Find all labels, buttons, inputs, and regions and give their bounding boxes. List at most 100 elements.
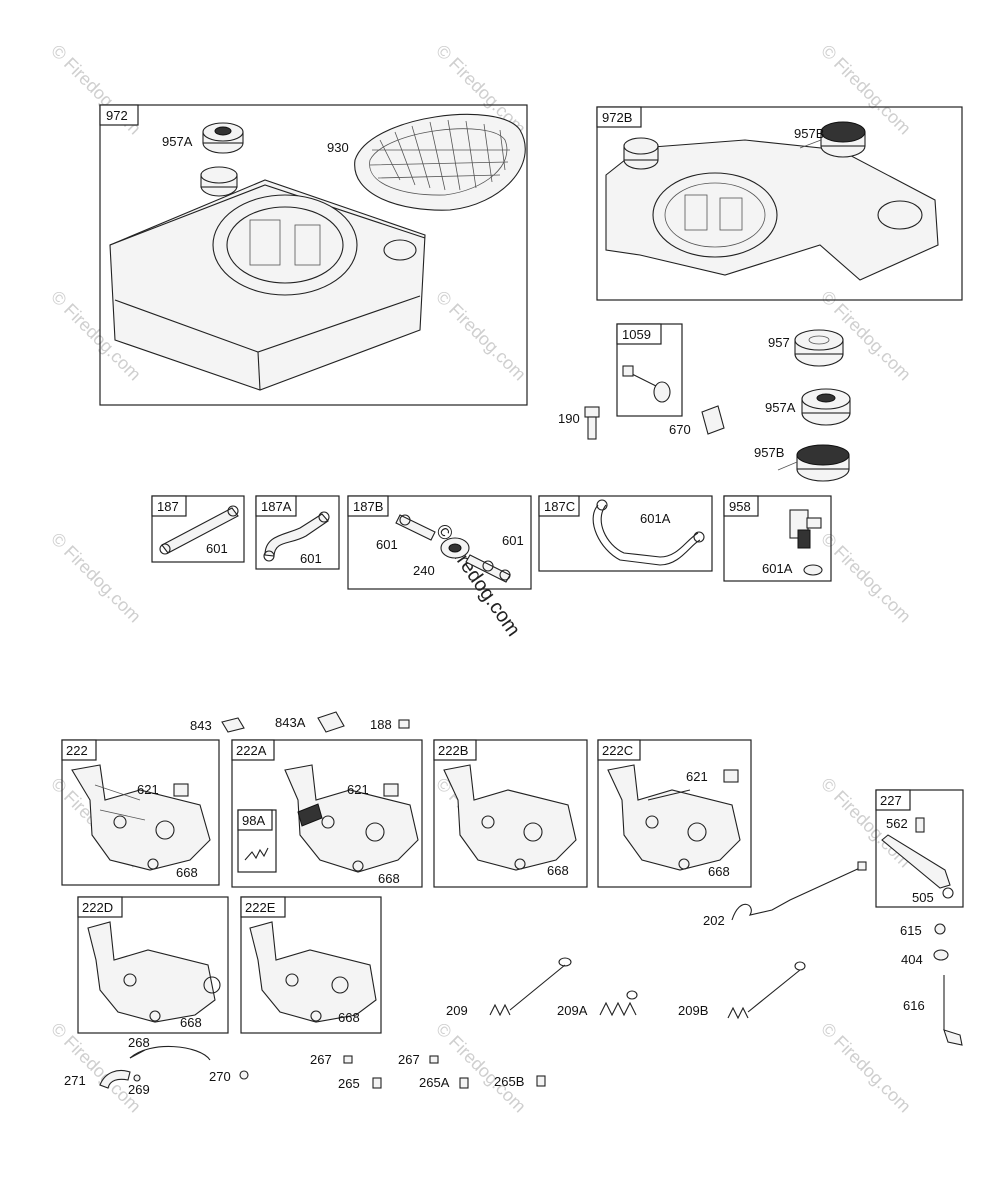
control-bracket-icon (607, 764, 741, 871)
group-222: 222 621 668 (61, 739, 220, 886)
fuel-hose-icon (159, 505, 239, 555)
box-tag-222B (433, 739, 477, 761)
fuel-filter-icon (395, 514, 511, 583)
group-972B: 972B 957B (596, 106, 963, 301)
callout-267: 267 (310, 1052, 332, 1067)
callout-562: 562 (886, 816, 908, 831)
spring-209-icon (489, 957, 572, 1017)
box-tag-227 (875, 789, 911, 811)
box-label-222A: 222A (236, 743, 267, 758)
box-label-187: 187 (157, 499, 179, 514)
box-label-972B: 972B (602, 110, 632, 125)
clip-843-icon (221, 717, 245, 733)
box-972 (99, 104, 528, 406)
callout-271: 271 (64, 1073, 86, 1088)
box-tag-222E (240, 896, 286, 918)
watermark: © Firedog.com (47, 529, 145, 627)
callout-621: 621 (347, 782, 369, 797)
washer-404-icon (933, 949, 949, 961)
callout-188: 188 (370, 717, 392, 732)
box-tag-222 (61, 739, 97, 761)
callout-240: 240 (413, 563, 435, 578)
callout-615: 615 (900, 923, 922, 938)
box-label-222C: 222C (602, 743, 633, 758)
group-222A: 222A 98A 621 668 (231, 739, 423, 888)
box-222E (240, 896, 382, 1034)
callout-957: 957 (768, 335, 790, 350)
callout-267: 267 (398, 1052, 420, 1067)
box-label-187C: 187C (544, 499, 575, 514)
box-label-972: 972 (106, 108, 128, 123)
box-tag-98A (237, 809, 273, 831)
group-222B: 222B 668 (433, 739, 588, 888)
box-label-1059: 1059 (622, 327, 651, 342)
callout-601A: 601A (640, 511, 671, 526)
box-222D (77, 896, 229, 1034)
callout-265A: 265A (419, 1075, 450, 1090)
screw-188-icon (398, 719, 410, 729)
callout-621: 621 (686, 769, 708, 784)
box-label-222E: 222E (245, 900, 276, 915)
box-972B (596, 106, 963, 301)
callout-601A: 601A (762, 561, 793, 576)
box-label-222: 222 (66, 743, 88, 758)
box-tag-187 (151, 495, 187, 517)
fuel-cap-957-icon (794, 329, 844, 367)
fuel-tank-icon (109, 166, 426, 391)
fuel-cap-957B-icon (777, 444, 850, 482)
callout-621: 621 (137, 782, 159, 797)
box-187 (151, 495, 245, 563)
throttle-cable-268-icon (99, 1046, 211, 1089)
callout-668: 668 (547, 863, 569, 878)
box-222 (61, 739, 220, 886)
box-187B (347, 495, 532, 590)
group-222E: 222E 668 (240, 896, 382, 1034)
box-tag-222C (597, 739, 641, 761)
box-tag-187C (538, 495, 580, 517)
fuel-hose-icon (263, 511, 330, 562)
screw-267-icon (429, 1055, 439, 1064)
group-958: 958 601A (723, 495, 832, 582)
group-187: 187 601 (151, 495, 245, 563)
group-187C: 187C 601A (538, 495, 713, 572)
callout-957B: 957B (794, 126, 824, 141)
box-label-187B: 187B (353, 499, 383, 514)
callout-957B: 957B (754, 445, 784, 460)
callout-601: 601 (502, 533, 524, 548)
control-bracket-icon (249, 921, 377, 1023)
spring-209A-icon (599, 990, 638, 1017)
group-227: 227 562 505 (875, 789, 964, 908)
callout-202: 202 (703, 913, 725, 928)
box-222C (597, 739, 752, 888)
lever-227-icon (881, 817, 954, 899)
box-tag-972B (596, 106, 642, 128)
watermark: © Firedog.com (817, 1019, 915, 1117)
spring-98A-icon (244, 847, 269, 861)
callout-404: 404 (901, 952, 923, 967)
group-222D: 222D 668 (77, 896, 229, 1034)
box-187C (538, 495, 713, 572)
control-bracket-icon (71, 764, 211, 871)
box-label-98A: 98A (242, 813, 265, 828)
callout-668: 668 (708, 864, 730, 879)
governor-link-202-icon (731, 861, 867, 921)
box-227 (875, 789, 964, 908)
fuel-cap-957A-icon (202, 122, 244, 154)
callout-670: 670 (669, 422, 691, 437)
nut-615-icon (934, 923, 946, 935)
watermark: © Firedog.com (432, 1019, 530, 1117)
group-222C: 222C 621 668 (597, 739, 752, 888)
fuel-hose-icon (592, 499, 705, 566)
callout-601: 601 (206, 541, 228, 556)
callout-268: 268 (128, 1035, 150, 1050)
clip-265A-icon (459, 1077, 469, 1089)
box-tag-958 (723, 495, 759, 517)
grille-930-icon (354, 113, 526, 211)
callout-601: 601 (300, 551, 322, 566)
box-tag-187A (255, 495, 297, 517)
box-187A (255, 495, 340, 570)
watermark: © Firedog.com (432, 287, 530, 385)
callout-843A: 843A (275, 715, 306, 730)
callout-209B: 209B (678, 1003, 708, 1018)
